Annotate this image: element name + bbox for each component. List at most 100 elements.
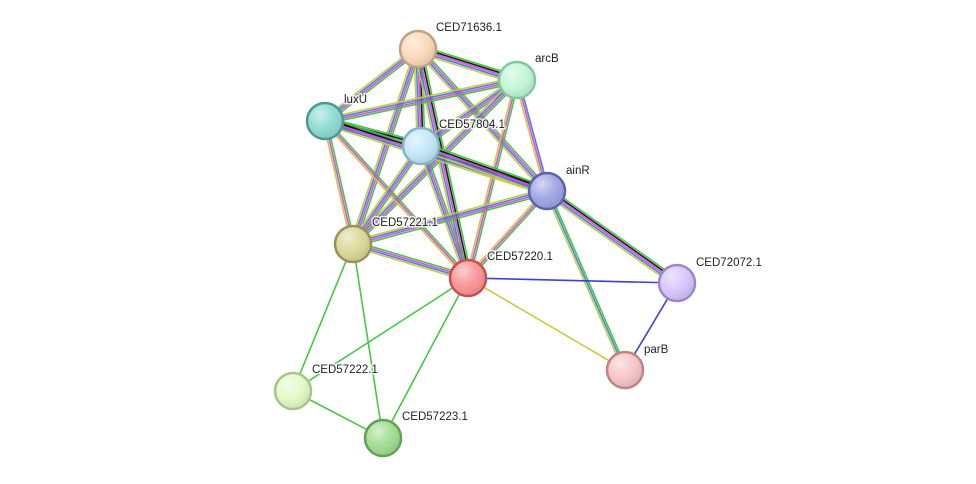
edge-line-neighborhood	[353, 240, 470, 277]
edge-line-experimental	[421, 145, 470, 278]
edge-ced71636-1-ced57221-1[interactable]	[349, 47, 422, 246]
edge-line-neighborhood	[292, 277, 469, 392]
edge-arcb-luxu[interactable]	[324, 76, 518, 125]
node-label: ainR	[566, 165, 590, 177]
edge-line-textmining	[323, 121, 468, 280]
edge-line-neighborhood	[352, 243, 384, 439]
edge-line-experimental	[467, 190, 548, 279]
node-label: CED57222.1	[312, 364, 378, 376]
edge-line-database	[351, 48, 418, 244]
node-label: arcB	[535, 53, 559, 65]
edge-line-textmining	[514, 80, 546, 192]
edge-ced57804-1-ainr[interactable]	[419, 141, 549, 196]
edge-line-neighborhood	[419, 46, 550, 190]
node-highlight	[660, 266, 694, 300]
edge-ainr-ced72072-1[interactable]	[544, 187, 680, 287]
edge-line-neighborhood	[326, 120, 356, 244]
node-label: CED72072.1	[696, 257, 762, 269]
edge-line-experimental	[420, 145, 548, 192]
edge-line-neighborhood	[354, 81, 520, 247]
edge-line-textmining	[324, 76, 517, 119]
edge-luxu-ced57221-1[interactable]	[322, 120, 356, 245]
edge-line-textmining	[351, 245, 468, 282]
node-label-halo: CED72072.1	[696, 257, 762, 269]
edge-line-coexpression	[421, 143, 548, 190]
edge-ced57220-1-parb[interactable]	[467, 277, 626, 371]
edge-line-textmining	[465, 189, 547, 278]
edge-line-database	[416, 49, 547, 193]
edge-ainr-ced57220-1[interactable]	[465, 189, 550, 280]
node-highlight	[451, 261, 485, 295]
edge-ced57221-1-ced57222-1[interactable]	[292, 243, 354, 392]
node-highlight	[500, 63, 534, 97]
edge-ced57221-1-ced57220-1[interactable]	[351, 240, 470, 282]
edge-line-neighborhood	[422, 144, 472, 278]
edge-line-experimental	[417, 48, 469, 279]
edge-ced57804-1-ced57221-1[interactable]	[350, 143, 424, 247]
node-label-halo: CED57220.1	[487, 251, 553, 263]
edge-layer	[292, 44, 680, 439]
edge-line-experimental	[325, 49, 420, 123]
edge-line-textmining	[467, 277, 626, 371]
edge-line-textmining	[322, 46, 417, 120]
edge-line-experimental	[324, 120, 469, 279]
edge-line-neighborhood	[292, 243, 354, 392]
edge-line-experimental	[546, 190, 678, 284]
edge-ced57220-1-ced72072-1[interactable]	[467, 277, 678, 284]
edge-line-neighborhood	[422, 141, 549, 189]
node-highlight	[401, 32, 435, 66]
edge-line-textmining	[323, 123, 547, 196]
edge-line-textmining	[544, 193, 676, 287]
edge-ced57221-1-ced57223-1[interactable]	[352, 243, 384, 439]
edge-line-coexpression	[547, 188, 679, 283]
edge-line-neighborhood	[326, 50, 421, 124]
edge-ainr-ced57221-1[interactable]	[352, 187, 548, 248]
edge-line-neighborhood	[548, 187, 680, 281]
edge-line-textmining	[418, 76, 516, 145]
edge-line-neighborhood	[382, 277, 469, 439]
edge-arcb-ced57221-1[interactable]	[350, 77, 520, 247]
edge-line-database	[323, 47, 418, 121]
edge-line-experimental	[353, 242, 469, 278]
edge-ced71636-1-ainr[interactable]	[415, 46, 550, 194]
node-label: CED57804.1	[439, 119, 505, 131]
edge-ced57220-1-ced57222-1[interactable]	[292, 277, 469, 392]
edge-ced57220-1-ced57223-1[interactable]	[382, 277, 469, 439]
node-label-halo: arcB	[535, 53, 559, 65]
edge-ced57804-1-ced57220-1[interactable]	[417, 144, 472, 280]
edge-line-experimental	[353, 191, 548, 246]
edge-line-textmining	[417, 146, 467, 280]
node-label-halo: CED57222.1	[312, 364, 378, 376]
edge-line-database	[545, 191, 677, 286]
node-label: parB	[644, 344, 669, 356]
edge-line-neighborhood	[325, 82, 518, 125]
edge-line-textmining	[349, 47, 417, 244]
edge-line-neighborhood	[468, 191, 550, 280]
node-label-halo: luxU	[344, 94, 367, 106]
edge-luxu-ced57220-1[interactable]	[323, 119, 470, 280]
edge-arcb-ced57220-1[interactable]	[465, 79, 520, 279]
edge-line-neighborhood	[354, 147, 424, 247]
edge-line-textmining	[465, 79, 516, 278]
node-label-halo: CED57221.1	[372, 217, 438, 229]
edge-ced71636-1-luxu[interactable]	[322, 46, 421, 124]
edge-line-database	[420, 78, 517, 146]
edge-line-textmining	[350, 143, 420, 243]
edge-line-database	[351, 145, 421, 244]
node-label: CED57221.1	[372, 217, 438, 229]
edge-line-experimental	[467, 79, 518, 279]
